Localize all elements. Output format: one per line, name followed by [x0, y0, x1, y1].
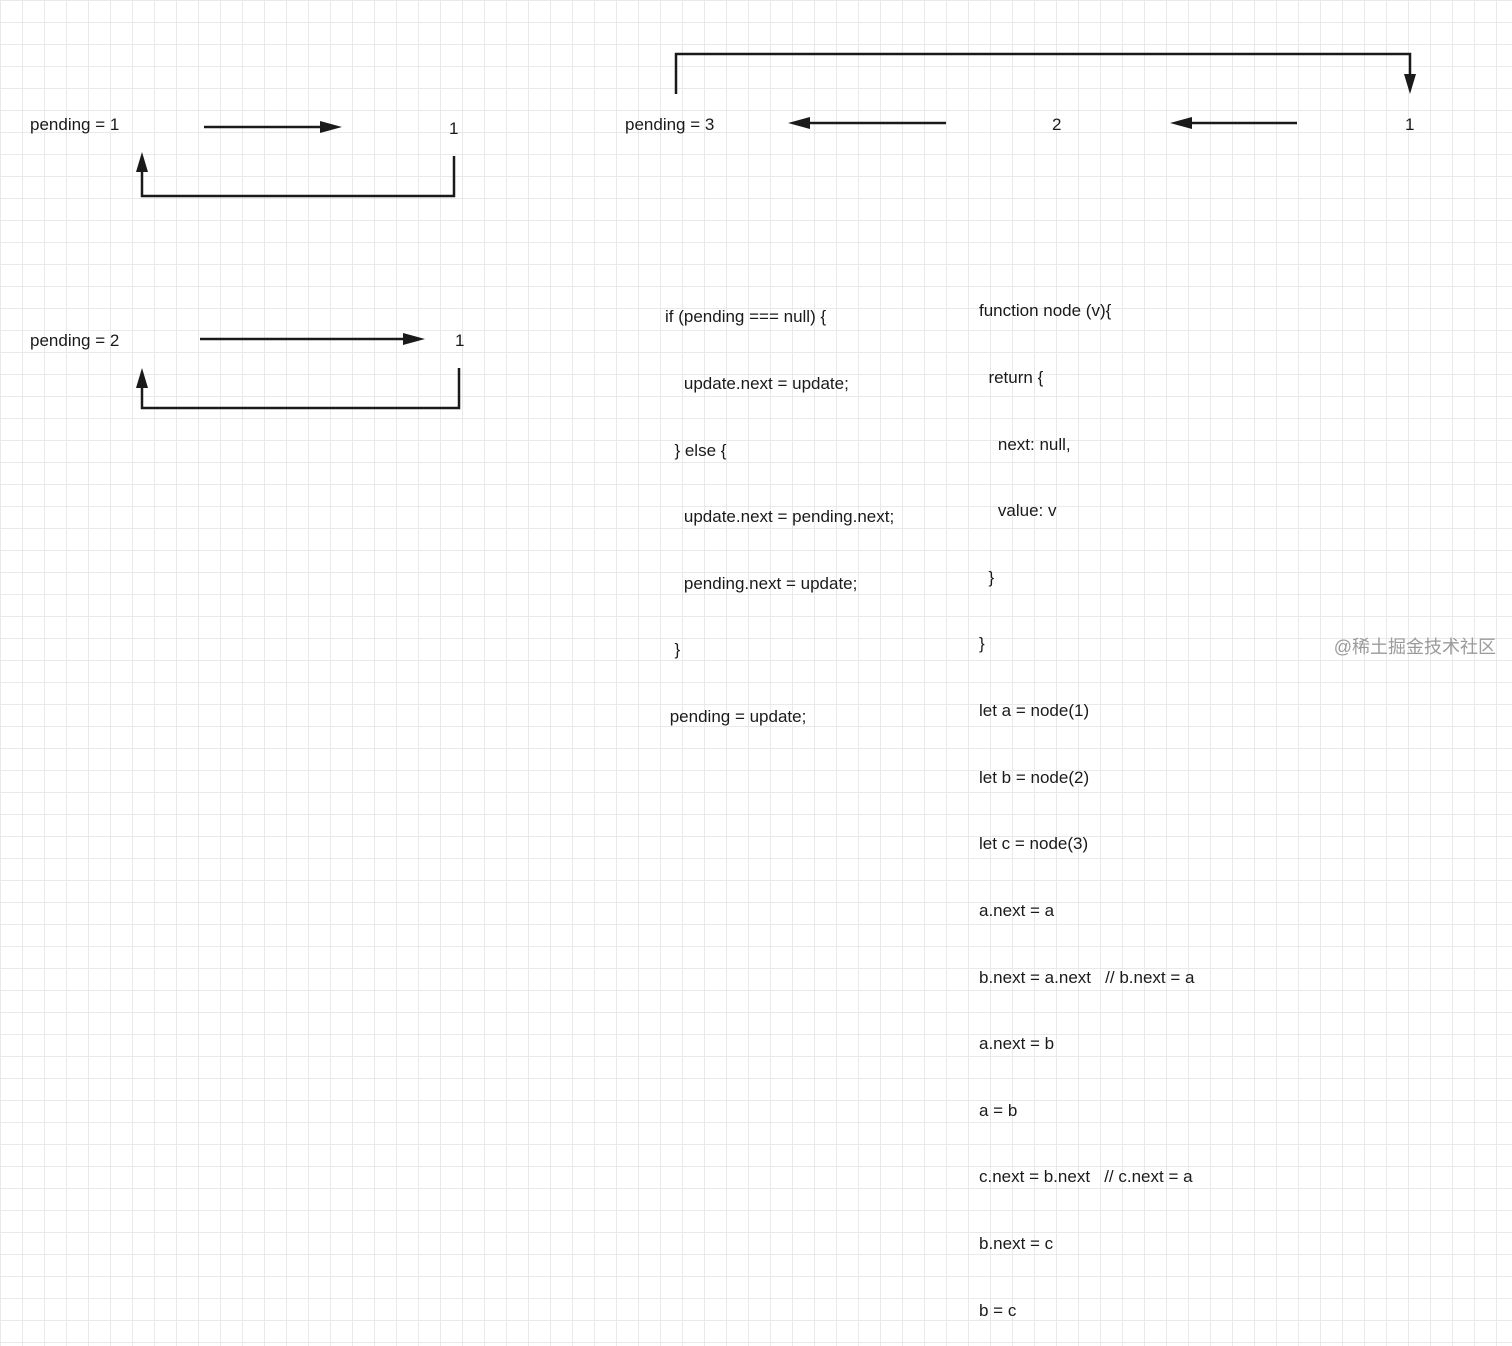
code-block-enqueue: if (pending === null) { update.next = up… [665, 262, 894, 773]
diagram1-pending-label: pending = 1 [30, 115, 120, 134]
code-line: pending.next = update; [665, 573, 858, 593]
code-line: a.next = b [979, 1034, 1055, 1054]
code-line: update.next = pending.next; [665, 507, 895, 527]
code-line: } [665, 640, 681, 660]
diagram3-arrowhead-pending [788, 117, 810, 129]
diagram1-return-arrowhead [136, 152, 148, 172]
diagram1-arrows [140, 125, 456, 198]
diagram3-top-arrowhead [1404, 74, 1416, 94]
diagram2-forward-arrowhead [403, 333, 425, 345]
diagram3-top-connector [674, 52, 1412, 94]
watermark: @稀土掘金技术社区 [1333, 637, 1496, 657]
code-line: function node (v){ [979, 301, 1112, 321]
connector-layer [136, 52, 1416, 410]
code-line: a.next = a [979, 900, 1055, 920]
code-line: update.next = update; [665, 374, 849, 394]
code-line: c.next = b.next // c.next = a [979, 1167, 1193, 1187]
code-line: } [979, 567, 995, 587]
code-line: b = c [979, 1300, 1017, 1320]
diagram2-arrows [140, 337, 461, 410]
code-line: let b = node(2) [979, 767, 1090, 787]
code-line: b.next = a.next // b.next = a [979, 967, 1195, 987]
diagram1-return-connector [140, 156, 456, 198]
code-line: a = b [979, 1100, 1018, 1120]
code-line: } [979, 634, 985, 654]
diagram-canvas: pending = 1 1 pending = 2 1 pending = 3 … [30, 52, 1496, 1320]
diagram3-arrowhead-node2 [1170, 117, 1192, 129]
diagram3-pending-label: pending = 3 [625, 115, 715, 134]
code-line: b.next = c [979, 1233, 1054, 1253]
diagram2-node-label: 1 [455, 331, 465, 350]
code-line: let a = node(1) [979, 701, 1090, 721]
code-line: pending = update; [665, 707, 807, 727]
code-line: let c = node(3) [979, 834, 1089, 854]
diagram3-node-right-label: 1 [1405, 115, 1415, 134]
code-block-linked-list: function node (v){ return { next: null, … [979, 256, 1194, 1346]
code-line: next: null, [979, 434, 1071, 454]
diagram1-node-label: 1 [449, 119, 459, 138]
diagram2-pending-label: pending = 2 [30, 331, 120, 350]
diagram2-return-arrowhead [136, 368, 148, 388]
diagram1-forward-arrowhead [320, 121, 342, 133]
code-line: } else { [665, 440, 727, 460]
code-line: if (pending === null) { [665, 307, 827, 327]
diagram2-return-connector [140, 368, 461, 410]
diagram3-node-mid-label: 2 [1052, 115, 1062, 134]
diagram3-arrows [674, 52, 1412, 125]
code-line: value: v [979, 501, 1057, 521]
code-line: return { [979, 368, 1044, 388]
